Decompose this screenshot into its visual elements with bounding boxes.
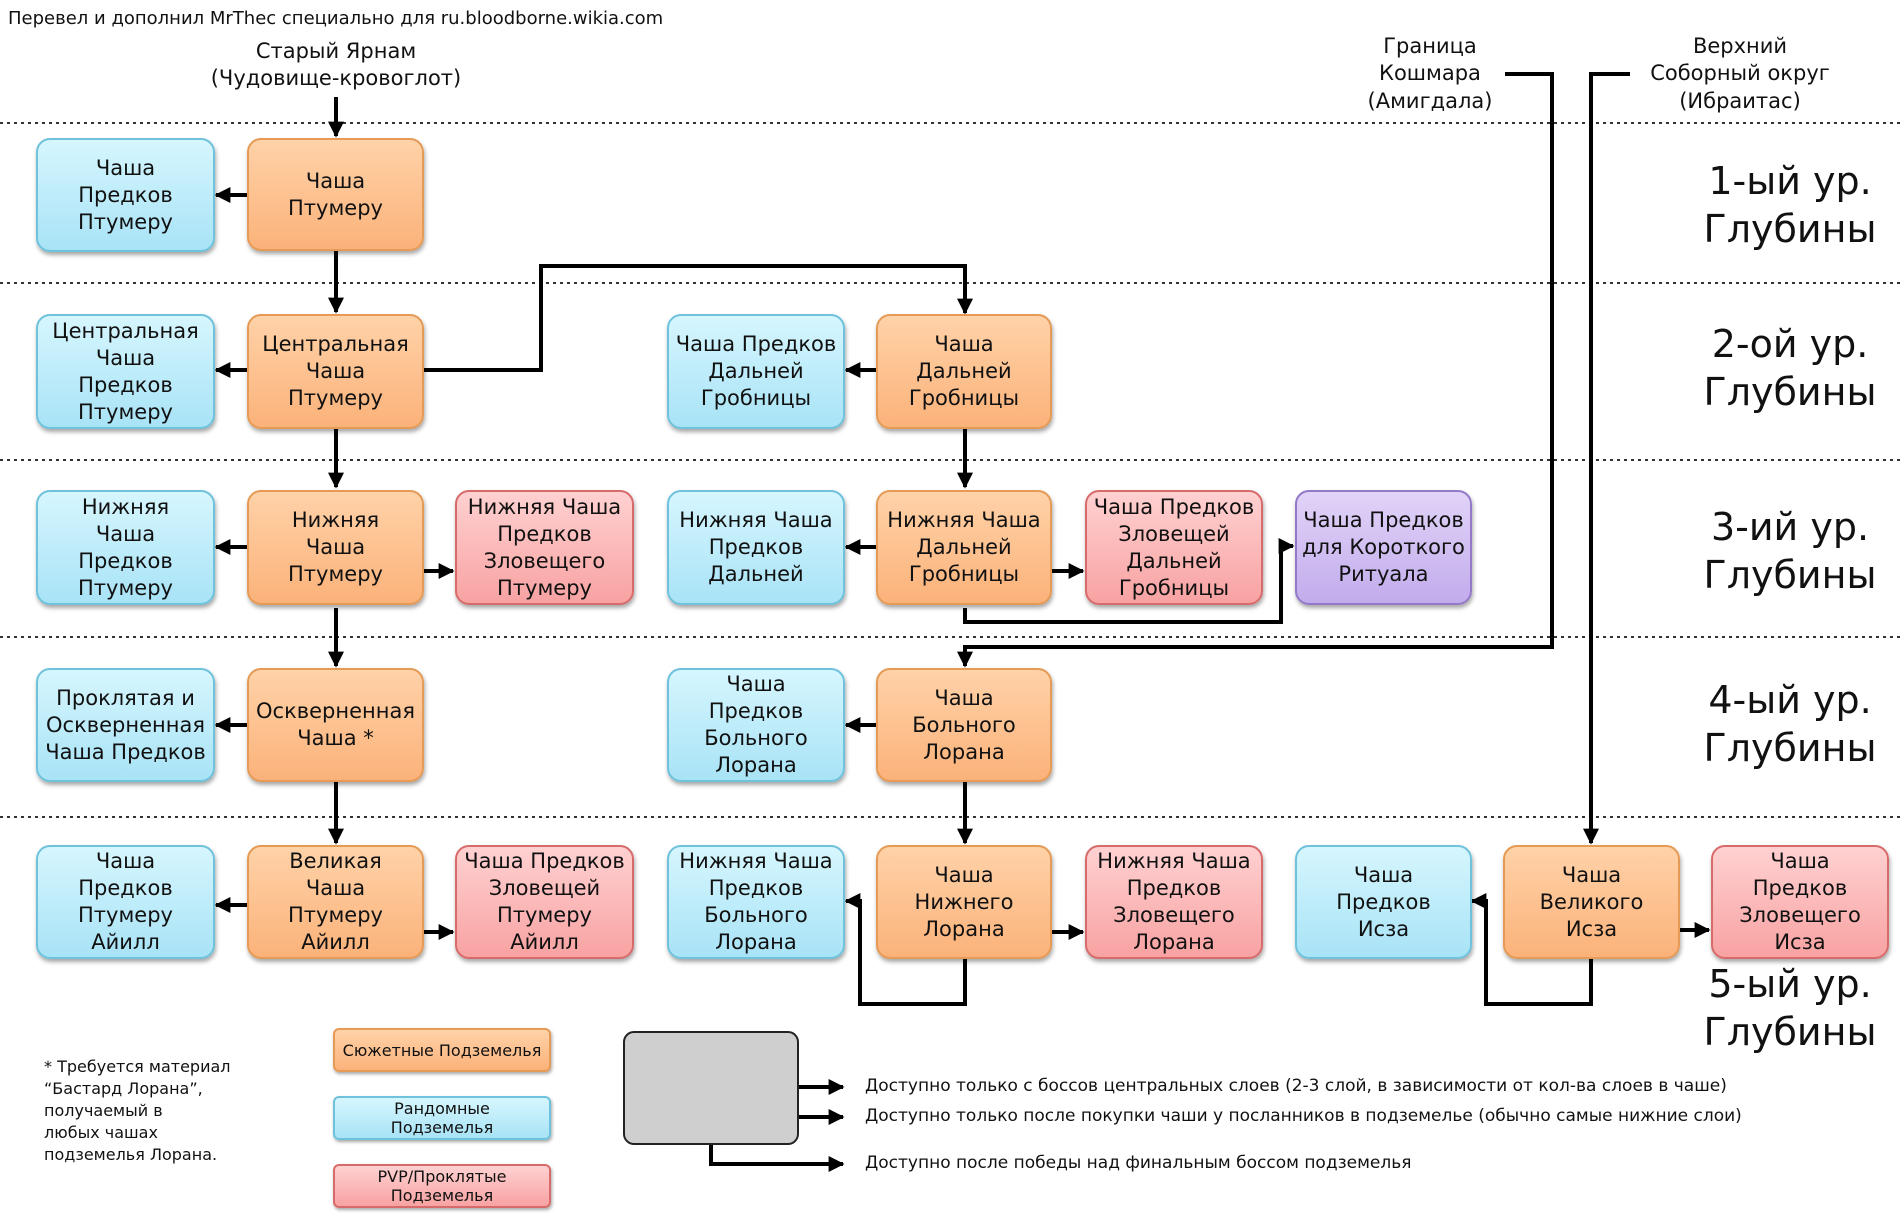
legend-line-2: Доступно только после покупки чаши у пос… xyxy=(865,1106,1742,1126)
legend-random: Рандомные Подземелья xyxy=(333,1096,551,1140)
node-loran-root: Чаша Предков Больного Лорана xyxy=(667,668,845,782)
node-hintertomb: Чаша Дальней Гробницы xyxy=(876,314,1052,429)
node-lower-hintertomb-root: Нижняя Чаша Предков Дальней xyxy=(667,490,845,605)
node-lower-loran: Чаша Нижнего Лорана xyxy=(876,845,1052,959)
node-defiled: Оскверненная Чаша * xyxy=(247,668,424,782)
level-label-3: 3-ий ур. Глубины xyxy=(1703,505,1877,597)
legend-line-1: Доступно только с боссов центральных сло… xyxy=(865,1076,1727,1096)
node-lower-pthumeru-root: Нижняя Чаша Предков Птумеру xyxy=(36,490,215,605)
node-sinister-ailing: Чаша Предков Зловещей Птумеру Айилл xyxy=(455,845,634,959)
entrance-nightmare-frontier: Граница Кошмара (Амигдала) xyxy=(1367,34,1493,113)
arrows xyxy=(214,72,1711,1172)
node-short-ritual: Чаша Предков для Короткого Ритуала xyxy=(1295,490,1472,605)
node-cursed-defiled: Проклятая и Оскверненная Чаша Предков xyxy=(36,668,215,782)
legend-pvp: PVP/Проклятые Подземелья xyxy=(333,1164,551,1208)
level-label-1: 1-ый ур. Глубины xyxy=(1703,159,1877,251)
legend-story: Сюжетные Подземелья xyxy=(333,1028,551,1072)
node-sinister-lower-loran: Нижняя Чаша Предков Зловещего Лорана xyxy=(1085,845,1263,959)
node-hintertomb-root: Чаша Предков Дальней Гробницы xyxy=(667,314,845,429)
level-label-5: 5-ый ур. Глубины xyxy=(1703,962,1877,1054)
legend-line-3: Доступно после победы над финальным босс… xyxy=(865,1153,1412,1173)
node-loran: Чаша Больного Лорана xyxy=(876,668,1052,782)
entrance-old-yharnam: Старый Ярнам (Чудовище-кровоглот) xyxy=(210,39,462,91)
node-isz: Чаша Великого Исза xyxy=(1503,845,1680,959)
node-central-pthumeru-root: Центральная Чаша Предков Птумеру xyxy=(36,314,215,429)
credit-text: Перевел и дополнил MrThec специально для… xyxy=(8,8,664,29)
node-lower-loran-root: Нижняя Чаша Предков Больного Лорана xyxy=(667,845,845,959)
node-pthumeru-root: Чаша Предков Птумеру xyxy=(36,138,215,252)
footnote: * Требуется материал “Бастард Лорана”, п… xyxy=(44,1057,231,1164)
node-lower-pthumeru: Нижняя Чаша Птумеру xyxy=(247,490,424,605)
node-lower-hintertomb: Нижняя Чаша Дальней Гробницы xyxy=(876,490,1052,605)
node-ailing: Великая Чаша Птумеру Айилл xyxy=(247,845,424,959)
node-pthumeru: Чаша Птумеру xyxy=(247,138,424,251)
node-ailing-root: Чаша Предков Птумеру Айилл xyxy=(36,845,215,959)
level-separators xyxy=(0,122,1903,818)
node-sinister-lower-pthumeru: Нижняя Чаша Предков Зловещего Птумеру xyxy=(455,490,634,605)
node-central-pthumeru: Центральная Чаша Птумеру xyxy=(247,314,424,429)
node-sinister-hintertomb: Чаша Предков Зловещей Дальней Гробницы xyxy=(1085,490,1263,605)
entrance-upper-cathedral: Верхний Соборный округ (Ибраитас) xyxy=(1650,34,1830,113)
node-isz-root: Чаша Предков Исза xyxy=(1295,845,1472,959)
legend-sample-box xyxy=(623,1031,799,1145)
node-sinister-isz: Чаша Предков Зловещего Исза xyxy=(1711,845,1889,959)
level-label-4: 4-ый ур. Глубины xyxy=(1703,678,1877,770)
level-label-2: 2-ой ур. Глубины xyxy=(1703,322,1877,414)
